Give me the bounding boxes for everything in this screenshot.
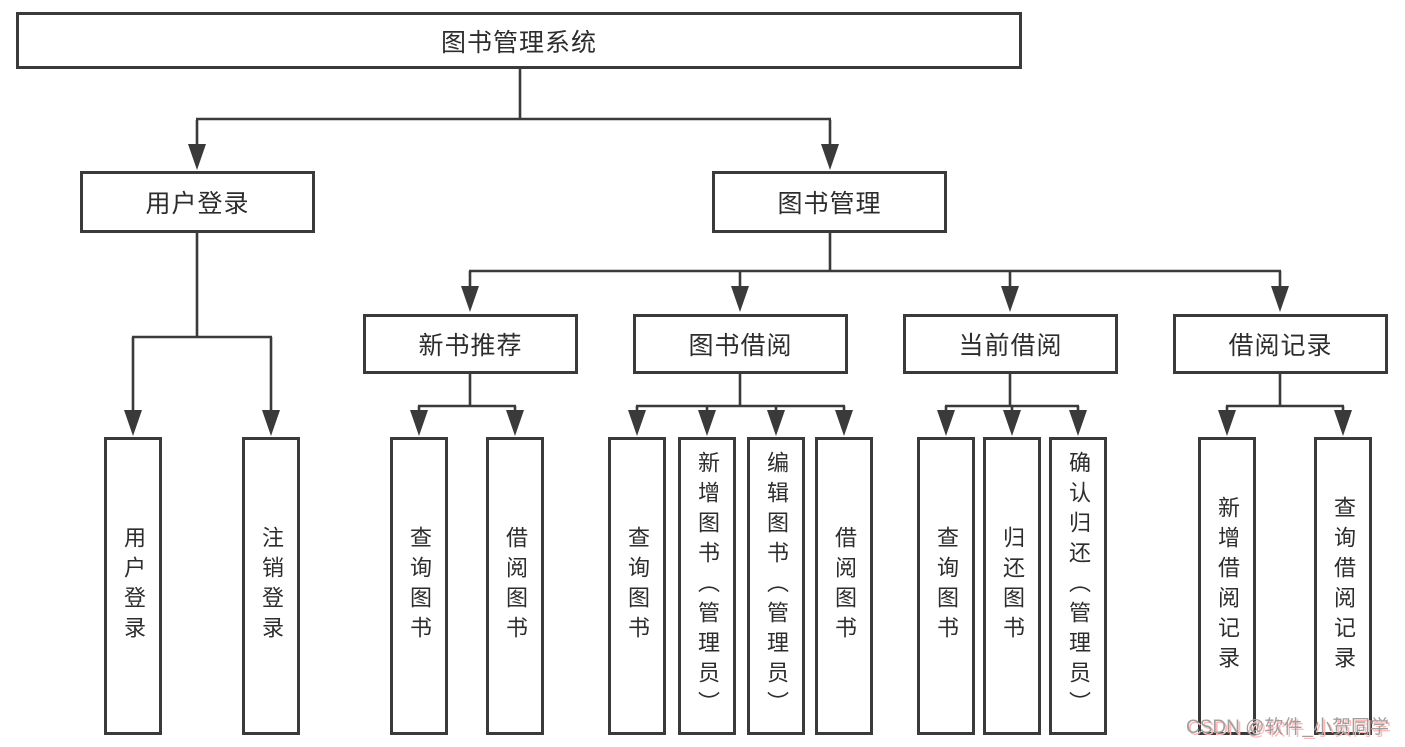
arrowhead bbox=[698, 410, 716, 436]
leaf-label: 查询图书 bbox=[934, 526, 959, 646]
arrowhead bbox=[506, 410, 524, 436]
leaf-label: 新增图书（管理员） bbox=[695, 451, 720, 721]
connector-current-spine bbox=[945, 374, 1079, 408]
leaf-label: 注销登录 bbox=[259, 526, 284, 646]
leaf-return-books: 归还图书 bbox=[983, 437, 1041, 735]
leaf-query-books-borrow: 查询图书 bbox=[608, 437, 666, 735]
node-label: 当前借阅 bbox=[958, 332, 1063, 360]
leaf-label: 归还图书 bbox=[1000, 526, 1025, 646]
arrowhead bbox=[461, 286, 479, 312]
arrowhead bbox=[937, 410, 955, 436]
arrowhead bbox=[410, 410, 428, 436]
leaf-borrow-books-recommend: 借阅图书 bbox=[486, 437, 544, 735]
leaf-label: 用户登录 bbox=[121, 526, 146, 646]
leaf-user-login: 用户登录 bbox=[104, 437, 162, 735]
node-current-borrow: 当前借阅 bbox=[903, 314, 1118, 374]
arrowhead bbox=[1334, 410, 1352, 436]
node-borrow-records: 借阅记录 bbox=[1173, 314, 1388, 374]
leaf-label: 编辑图书（管理员） bbox=[764, 451, 789, 721]
leaf-label: 查询图书 bbox=[407, 526, 432, 646]
arrowhead bbox=[262, 410, 280, 436]
leaf-edit-book-admin: 编辑图书（管理员） bbox=[747, 437, 805, 735]
connector-login-spine bbox=[132, 233, 272, 339]
arrowhead bbox=[188, 144, 206, 170]
leaf-label: 借阅图书 bbox=[503, 526, 528, 646]
csdn-watermark: CSDN @软件_小贺同学 bbox=[1186, 717, 1389, 738]
arrowhead bbox=[1001, 286, 1019, 312]
node-user-login: 用户登录 bbox=[80, 171, 315, 233]
leaf-query-borrow-record: 查询借阅记录 bbox=[1314, 437, 1372, 735]
node-label: 图书管理系统 bbox=[440, 28, 597, 57]
leaf-borrow-books: 借阅图书 bbox=[815, 437, 873, 735]
leaf-label: 确认归还（管理员） bbox=[1066, 451, 1091, 721]
node-new-book-recommend: 新书推荐 bbox=[363, 314, 578, 374]
node-label: 图书借阅 bbox=[688, 332, 793, 360]
arrowhead bbox=[821, 144, 839, 170]
node-label: 图书管理 bbox=[777, 190, 882, 218]
leaf-add-borrow-record: 新增借阅记录 bbox=[1198, 437, 1256, 735]
arrowhead bbox=[1069, 410, 1087, 436]
leaf-label: 查询图书 bbox=[625, 526, 650, 646]
arrowhead bbox=[628, 410, 646, 436]
leaf-label: 新增借阅记录 bbox=[1215, 496, 1240, 676]
connector-root-spine bbox=[196, 68, 831, 121]
arrowhead bbox=[1218, 410, 1236, 436]
node-book-borrow: 图书借阅 bbox=[633, 314, 848, 374]
arrowhead bbox=[124, 410, 142, 436]
arrowhead bbox=[1003, 410, 1021, 436]
node-book-management: 图书管理 bbox=[712, 171, 947, 233]
arrowhead bbox=[767, 410, 785, 436]
leaf-label: 查询借阅记录 bbox=[1331, 496, 1356, 676]
connector-newrec-spine bbox=[418, 374, 516, 408]
arrowhead bbox=[731, 286, 749, 312]
connector-records-spine bbox=[1226, 374, 1344, 408]
connector-borrow-spine bbox=[636, 374, 845, 408]
connector-mgmt-spine bbox=[469, 233, 1281, 273]
node-label: 新书推荐 bbox=[418, 332, 523, 360]
arrowhead bbox=[1271, 286, 1289, 312]
node-root: 图书管理系统 bbox=[16, 12, 1022, 69]
leaf-label: 借阅图书 bbox=[832, 526, 857, 646]
leaf-add-book-admin: 新增图书（管理员） bbox=[678, 437, 736, 735]
leaf-query-books-current: 查询图书 bbox=[917, 437, 975, 735]
leaf-logout: 注销登录 bbox=[242, 437, 300, 735]
node-label: 用户登录 bbox=[145, 190, 250, 218]
leaf-query-books-recommend: 查询图书 bbox=[390, 437, 448, 735]
arrowhead bbox=[835, 410, 853, 436]
leaf-confirm-return-admin: 确认归还（管理员） bbox=[1049, 437, 1107, 735]
node-label: 借阅记录 bbox=[1228, 332, 1333, 360]
